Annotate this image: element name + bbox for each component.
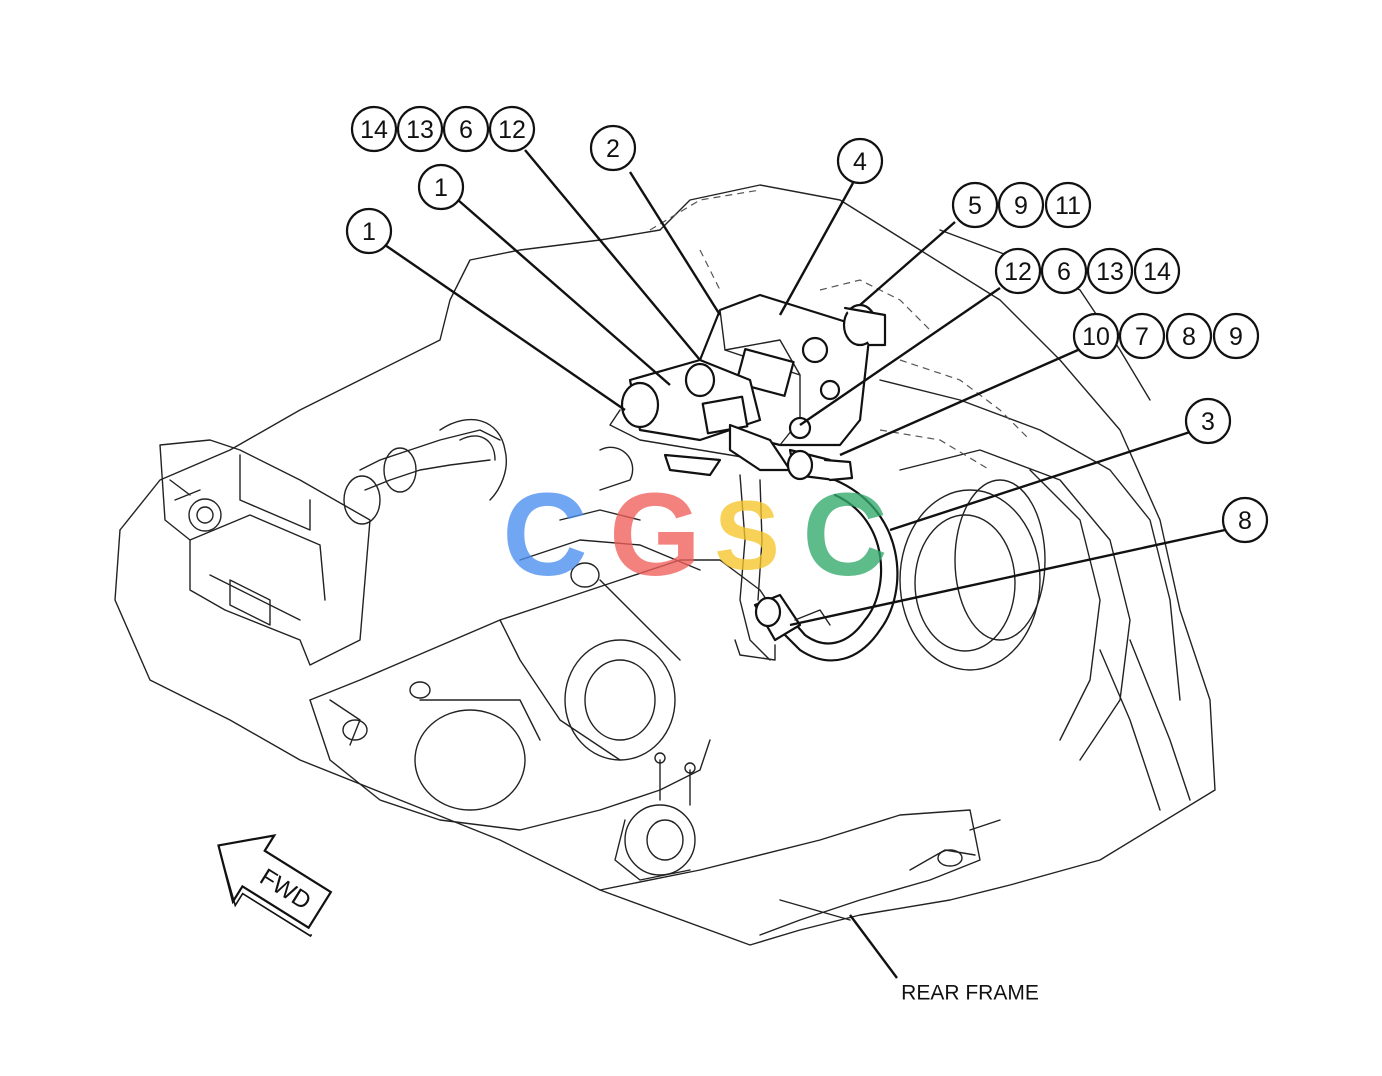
balloon-8: 8 (1221, 496, 1269, 544)
balloon-label: 3 (1201, 408, 1215, 436)
balloon-group-12-6-13-14: 12 6 13 14 (994, 247, 1181, 295)
balloon-label: 13 (406, 116, 434, 144)
rear-frame-casting (114, 184, 1216, 946)
balloon-1-upper: 1 (417, 163, 465, 211)
balloon-4: 4 (836, 137, 884, 185)
balloon-label: 14 (360, 116, 388, 144)
balloon-label: 5 (968, 192, 982, 220)
balloon-label: 10 (1082, 323, 1110, 351)
balloon-label: 11 (1055, 192, 1081, 220)
balloon-label: 6 (459, 116, 473, 144)
balloon-label: 9 (1229, 323, 1243, 351)
balloon-label: 8 (1238, 507, 1252, 535)
balloon-label: 12 (1004, 258, 1032, 286)
balloon-label: 9 (1014, 192, 1028, 220)
balloon-2: 2 (589, 124, 637, 172)
tube-assembly (343, 419, 641, 525)
balloon-group-10-7-8-9: 10 7 8 9 (1072, 312, 1260, 360)
valve-body (309, 539, 781, 881)
balloon-group-5-9-11: 5 9 11 (951, 181, 1092, 229)
leader-lines (384, 149, 1226, 979)
balloon-3: 3 (1184, 397, 1232, 445)
balloon-label: 14 (1143, 258, 1171, 286)
hidden-lines (649, 189, 1031, 471)
rear-frame-label: REAR FRAME (901, 982, 1039, 1005)
fwd-arrow: FWD (217, 833, 333, 938)
balloon-label: 8 (1182, 323, 1196, 351)
balloon-group-14-13-6-12: 14 13 6 12 (350, 105, 536, 153)
balloon-label: 1 (362, 218, 376, 246)
cgsc-watermark: C G S C (502, 469, 887, 601)
balloon-1-lower: 1 (345, 207, 393, 255)
balloon-label: 13 (1096, 258, 1124, 286)
watermark-letter: G (609, 469, 701, 601)
hose-assembly (734, 474, 899, 662)
balloon-label: 2 (606, 135, 620, 163)
balloon-label: 7 (1135, 323, 1149, 351)
balloon-label: 4 (853, 148, 867, 176)
balloon-label: 6 (1057, 258, 1071, 286)
left-mounting-bracket (159, 439, 371, 666)
watermark-letter: C (802, 469, 887, 601)
watermark-letter: C (502, 469, 587, 601)
balloon-label: 1 (434, 174, 448, 202)
watermark-letter: S (714, 480, 779, 590)
balloon-label: 12 (498, 116, 526, 144)
